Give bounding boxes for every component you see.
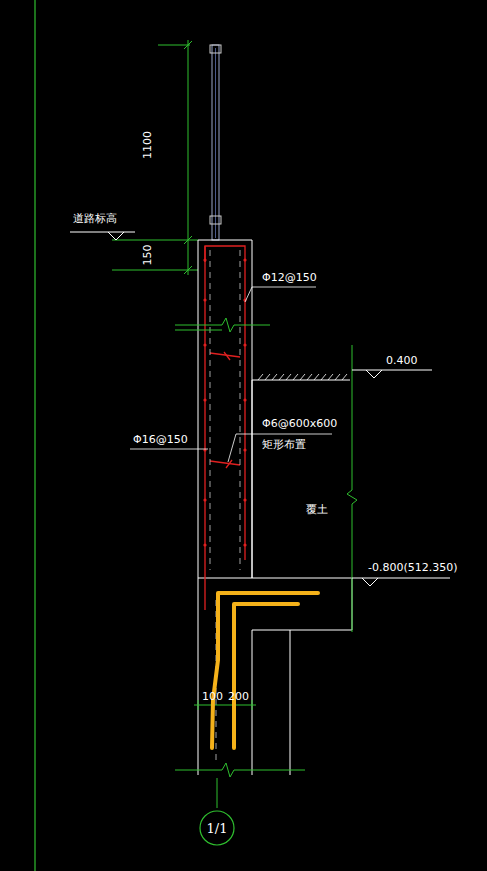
dimension-text: 100 xyxy=(202,690,223,703)
dimension-line xyxy=(112,40,198,275)
elevation-text: -0.800(512.350) xyxy=(368,561,458,574)
rebar-label: Φ16@150 xyxy=(133,433,188,446)
rebar-label: Φ6@600x600 xyxy=(262,417,337,430)
dimension-text: 150 xyxy=(141,245,154,266)
soil-hatch xyxy=(258,374,347,380)
break-line xyxy=(175,318,357,777)
section-number: 1/1 xyxy=(207,821,228,836)
railing xyxy=(210,45,221,240)
rebar-label: Φ12@150 xyxy=(262,271,317,284)
leader-line xyxy=(130,287,332,462)
dimension-text: 200 xyxy=(228,690,249,703)
elevation-label: 道路标高 xyxy=(73,212,117,225)
frame-line xyxy=(34,0,35,871)
rebar xyxy=(205,246,245,610)
dimension-text: 1100 xyxy=(141,131,154,159)
note-text: 矩形布置 xyxy=(262,438,306,451)
section-symbol: 1/1 xyxy=(199,810,235,846)
rebar-dots xyxy=(203,258,246,546)
elevation-text: 0.400 xyxy=(386,354,418,367)
highlight-mark xyxy=(212,593,318,748)
elevation-marker xyxy=(70,232,135,240)
dimension-line xyxy=(194,700,256,808)
soil-label: 覆土 xyxy=(306,503,328,516)
retaining-wall xyxy=(198,240,352,775)
elevation-marker xyxy=(352,370,450,586)
